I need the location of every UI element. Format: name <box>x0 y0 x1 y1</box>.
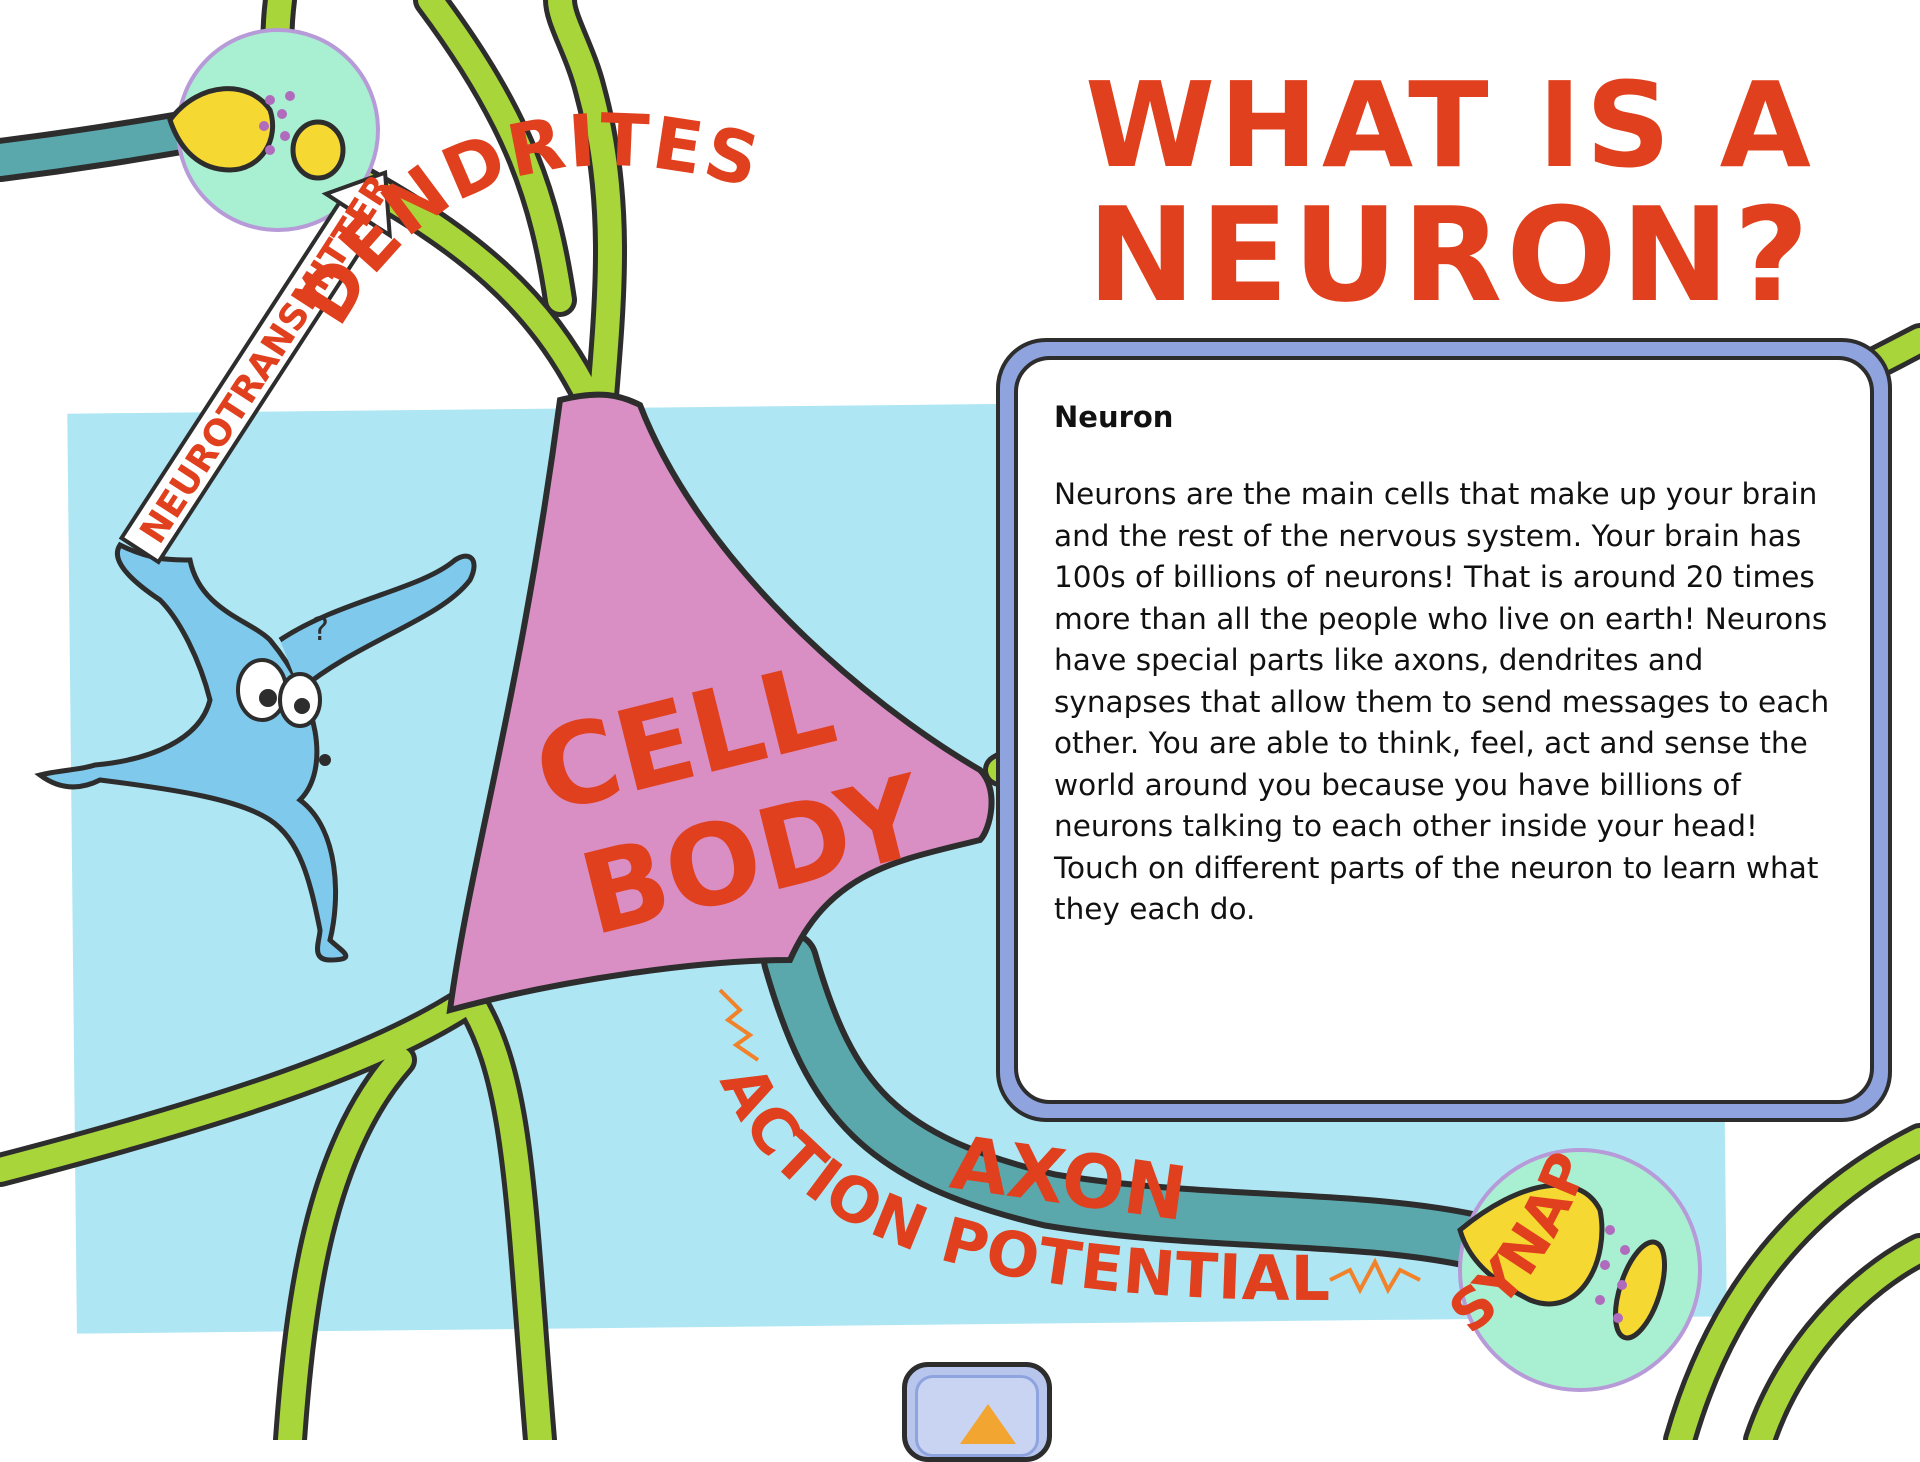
up-arrow-icon <box>960 1404 1016 1444</box>
info-panel-content: Neuron Neurons are the main cells that m… <box>1014 356 1874 1104</box>
up-button-inner <box>915 1375 1039 1457</box>
character-question-mark: ? <box>312 610 329 648</box>
info-panel: Neuron Neurons are the main cells that m… <box>998 340 1890 1120</box>
info-body: Neurons are the main cells that make up … <box>1054 474 1840 931</box>
page-title-line2: NEURON? <box>1010 190 1890 320</box>
page-title-line1: WHAT IS A <box>1010 66 1890 184</box>
up-button[interactable] <box>902 1362 1052 1462</box>
info-heading: Neuron <box>1054 400 1840 434</box>
